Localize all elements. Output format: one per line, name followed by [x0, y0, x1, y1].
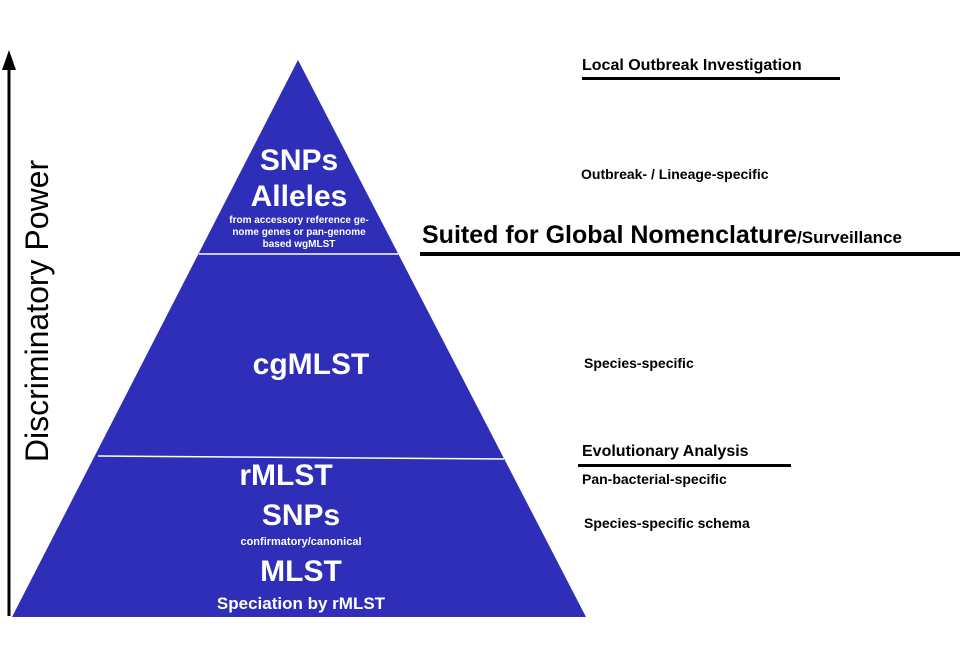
top-tier-alleles: Alleles	[250, 180, 348, 213]
axis-label: Discriminatory Power	[19, 159, 55, 463]
top-tier-note-1: from accessory reference ge-	[229, 215, 369, 226]
global-nomenclature-main: Suited for Global Nomenclature	[422, 221, 798, 249]
bottom-tier-rmlst: rMLST	[239, 459, 333, 492]
top-tier-note-2: nome genes or pan-genome	[232, 227, 366, 238]
evolutionary-analysis-underline	[578, 464, 791, 467]
species-schema-label: Species-specific schema	[584, 515, 750, 531]
middle-tier-cgmlst: cgMLST	[252, 348, 370, 381]
species-specific-label: Species-specific	[584, 355, 694, 371]
pyramid-divider-bottom	[97, 455, 505, 460]
bottom-tier-mlst: MLST	[260, 555, 342, 588]
local-outbreak-underline	[582, 77, 840, 80]
pyramid-shape	[12, 60, 586, 617]
bottom-tier-note: confirmatory/canonical	[240, 536, 362, 548]
top-tier-note-3: based wgMLST	[262, 239, 336, 250]
evolutionary-analysis-heading: Evolutionary Analysis	[582, 443, 749, 460]
bottom-tier-snps: SNPs	[261, 499, 341, 532]
global-nomenclature-underline	[420, 252, 960, 256]
bottom-tier-speciation: Speciation by rMLST	[216, 594, 386, 613]
outbreak-lineage-label: Outbreak- / Lineage-specific	[581, 166, 769, 182]
global-nomenclature-heading: Suited for Global Nomenclature/Surveilla…	[422, 220, 902, 253]
axis-arrow-head	[2, 50, 16, 70]
global-nomenclature-suffix: /Surveillance	[797, 228, 902, 247]
pan-bacterial-label: Pan-bacterial-specific	[582, 471, 727, 487]
top-tier-snps: SNPs	[259, 144, 339, 177]
local-outbreak-heading: Local Outbreak Investigation	[582, 57, 802, 74]
